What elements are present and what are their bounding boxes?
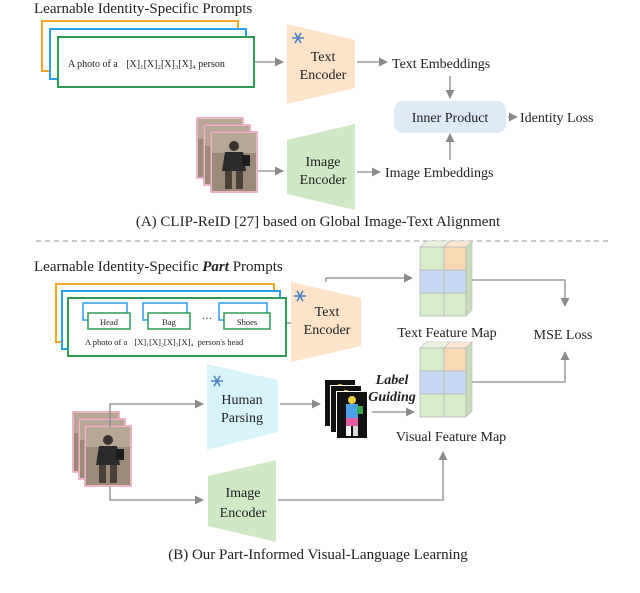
part-prompt-tokens: [X]₁[X]₂[X]₃[X]₄ bbox=[134, 337, 193, 347]
human-parsing-line1: Human bbox=[221, 393, 262, 408]
part-tag-shoes: Shoes bbox=[237, 317, 257, 327]
part-tag-bag: Bag bbox=[162, 317, 176, 327]
prompt-suffix: person bbox=[198, 59, 225, 70]
identity-loss-label: Identity Loss bbox=[520, 111, 594, 126]
text-encoder-b: Text Encoder bbox=[291, 282, 361, 362]
human-parsing-line2: Parsing bbox=[221, 411, 263, 426]
part-tag-ellipsis: … bbox=[202, 311, 212, 322]
image-encoder-b-line1: Image bbox=[226, 486, 261, 501]
text-feature-map-label: Text Feature Map bbox=[397, 326, 496, 341]
label-guiding-line1: Label bbox=[375, 373, 409, 388]
caption-b: (B) Our Part-Informed Visual-Language Le… bbox=[168, 547, 468, 563]
person-images-b bbox=[72, 411, 132, 487]
prompt-stack-a: A photo of a [X]₁[X]₂[X]₃[X]₄ person bbox=[41, 20, 255, 88]
part-prompt-suffix: person's head bbox=[198, 337, 244, 347]
image-embeddings-label: Image Embeddings bbox=[385, 166, 493, 181]
person-photo-icon bbox=[210, 131, 258, 193]
text-embeddings-label: Text Embeddings bbox=[392, 57, 490, 72]
image-encoder-b: Image Encoder bbox=[208, 460, 276, 542]
person-images-a bbox=[196, 117, 258, 193]
visual-feature-map bbox=[419, 341, 473, 418]
text-encoder-b-line2: Encoder bbox=[304, 323, 351, 338]
text-encoder-a: Text Encoder bbox=[287, 24, 355, 104]
visual-feature-map-label: Visual Feature Map bbox=[396, 430, 506, 445]
svg-text:A photo of a [X]₁[X]₂[X]: A photo of a [X]₁[X]₂[X]₃[X]₄ person bbox=[68, 59, 225, 70]
image-encoder-a-line1: Image bbox=[306, 155, 341, 170]
mse-loss-label: MSE Loss bbox=[534, 328, 593, 343]
inner-product-box: Inner Product bbox=[394, 101, 506, 133]
part-prompt-prefix: A photo of a bbox=[85, 337, 127, 347]
image-encoder-b-line2: Encoder bbox=[220, 506, 267, 521]
text-encoder-a-line2: Encoder bbox=[300, 68, 347, 83]
section-a-heading: Learnable Identity-Specific Prompts bbox=[34, 1, 252, 17]
caption-a: (A) CLIP-ReID [27] based on Global Image… bbox=[136, 214, 501, 230]
section-b-heading: Learnable Identity-Specific Part Prompts bbox=[34, 259, 283, 275]
parsing-mask-icon bbox=[324, 379, 368, 439]
image-encoder-a-line2: Encoder bbox=[300, 173, 347, 188]
text-encoder-a-line1: Text bbox=[311, 50, 336, 65]
part-prompt-stack: Head Bag … Shoes A photo of a [X]₁[X]₂[X… bbox=[55, 283, 287, 357]
text-encoder-b-line1: Text bbox=[315, 305, 340, 320]
label-guiding-line2: Guiding bbox=[368, 390, 415, 405]
inner-product-label: Inner Product bbox=[412, 111, 489, 126]
part-tag-head: Head bbox=[100, 317, 119, 327]
text-feature-map bbox=[419, 240, 473, 317]
human-parsing-module: Human Parsing bbox=[207, 364, 278, 450]
prompt-prefix: A photo of a bbox=[68, 59, 118, 70]
image-encoder-a: Image Encoder bbox=[287, 124, 355, 210]
prompt-tokens: [X]₁[X]₂[X]₃[X]₄ bbox=[126, 59, 196, 70]
svg-text:A photo of a [X]₁[X]₂[X]: A photo of a [X]₁[X]₂[X]₃[X]₄ person's h… bbox=[85, 337, 244, 347]
